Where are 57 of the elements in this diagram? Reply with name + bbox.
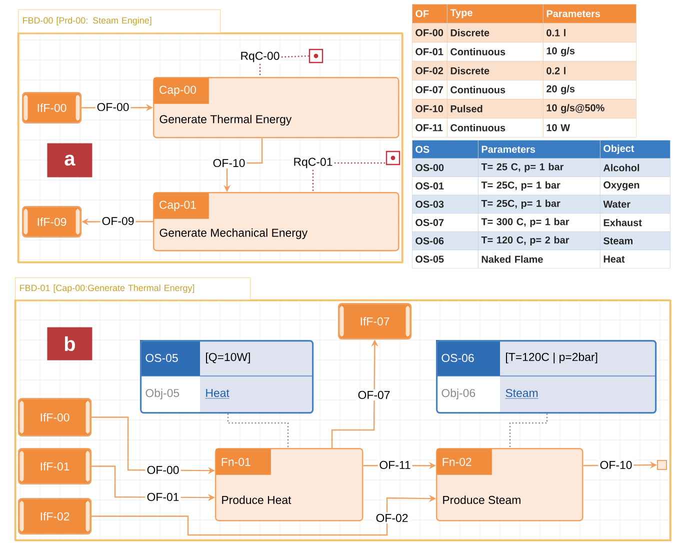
table-cell: 0.1 l bbox=[543, 23, 636, 42]
table-cell: 20 g/s bbox=[543, 80, 636, 100]
function-box: Cap-01 Generate Mechanical Energy bbox=[153, 192, 400, 252]
table-cell: Alcohol bbox=[600, 158, 670, 177]
table-cell: OF-02 bbox=[412, 61, 448, 80]
table-cell: Naked Flame bbox=[478, 250, 600, 268]
function-box: Fn-01 Produce Heat bbox=[215, 448, 364, 522]
function-box: Cap-00 Generate Thermal Energy bbox=[153, 77, 400, 138]
table-cell: 10 g/s bbox=[543, 42, 636, 62]
table-cell: OF-11 bbox=[412, 118, 448, 138]
table-cell: OS-00 bbox=[412, 158, 478, 177]
table-cell: OS-03 bbox=[412, 194, 478, 214]
interface-box: IfF-00 bbox=[22, 92, 82, 124]
requirement-label: RqC-00 bbox=[238, 50, 282, 64]
panel-badge: b bbox=[47, 327, 92, 360]
panel-badge: a bbox=[47, 143, 92, 178]
interface-box: IfF-09 bbox=[22, 206, 82, 238]
table-cell: T= 120 C, p= 2 bar bbox=[478, 232, 600, 250]
interface-box: IfF-02 bbox=[18, 498, 92, 534]
table-cell: Oxygen bbox=[600, 176, 670, 196]
requirement-marker bbox=[386, 150, 400, 166]
table-cell: OF-00 bbox=[412, 23, 448, 42]
table-cell: T= 300 C, p= 1 bar bbox=[478, 213, 600, 232]
table-header-cell: Parameters bbox=[478, 140, 600, 159]
table-cell: T= 25C, p= 1 bar bbox=[478, 176, 600, 196]
object-state-box: OS-05 [Q=10W] Obj-05 Heat bbox=[140, 340, 314, 414]
table-header-cell: OS bbox=[412, 140, 478, 159]
frame-tab: FBD-01 [Cap-00:Generate Thermal Energy] bbox=[15, 277, 251, 300]
table-cell: OF-07 bbox=[412, 80, 448, 100]
table-cell: T= 25C, p= 1 bar bbox=[478, 194, 600, 214]
table-cell: Heat bbox=[600, 250, 670, 268]
table-header-cell: OF bbox=[412, 4, 448, 24]
table-cell: Exhaust bbox=[600, 213, 670, 232]
function-box: Fn-02 Produce Steam bbox=[436, 448, 584, 522]
table-cell: Steam bbox=[600, 232, 670, 250]
table-cell: Water bbox=[600, 194, 670, 214]
table-header-cell: Parameters bbox=[543, 4, 636, 24]
frame-tab: FBD-00 [Prd-00: Steam Engine] bbox=[18, 9, 221, 33]
interface-box: IfF-01 bbox=[18, 448, 92, 484]
table-cell: 10 W bbox=[543, 118, 636, 138]
table-cell: OF-01 bbox=[412, 42, 448, 62]
table-cell: OS-01 bbox=[412, 176, 478, 196]
table-cell: OS-07 bbox=[412, 213, 478, 232]
port-square bbox=[657, 460, 667, 470]
table-cell: OF-10 bbox=[412, 99, 448, 118]
table-header-cell: Object bbox=[600, 140, 670, 159]
requirement-marker bbox=[308, 48, 324, 64]
edge-label: OF-11 bbox=[378, 459, 412, 471]
object-state-box: OS-06 [T=120C | p=2bar] Obj-06 Steam bbox=[436, 340, 657, 414]
requirement-label: RqC-01 bbox=[292, 156, 334, 170]
table-cell: OS-06 bbox=[412, 232, 478, 250]
table-cell: 10 g/s@50% bbox=[543, 99, 636, 118]
interface-box: IfF-07 bbox=[338, 303, 412, 340]
table-cell: T= 25 C, p= 1 bar bbox=[478, 158, 600, 177]
table-cell: 0.2 l bbox=[543, 61, 636, 80]
interface-box: IfF-00 bbox=[18, 398, 92, 436]
table-cell: OS-05 bbox=[412, 250, 478, 268]
